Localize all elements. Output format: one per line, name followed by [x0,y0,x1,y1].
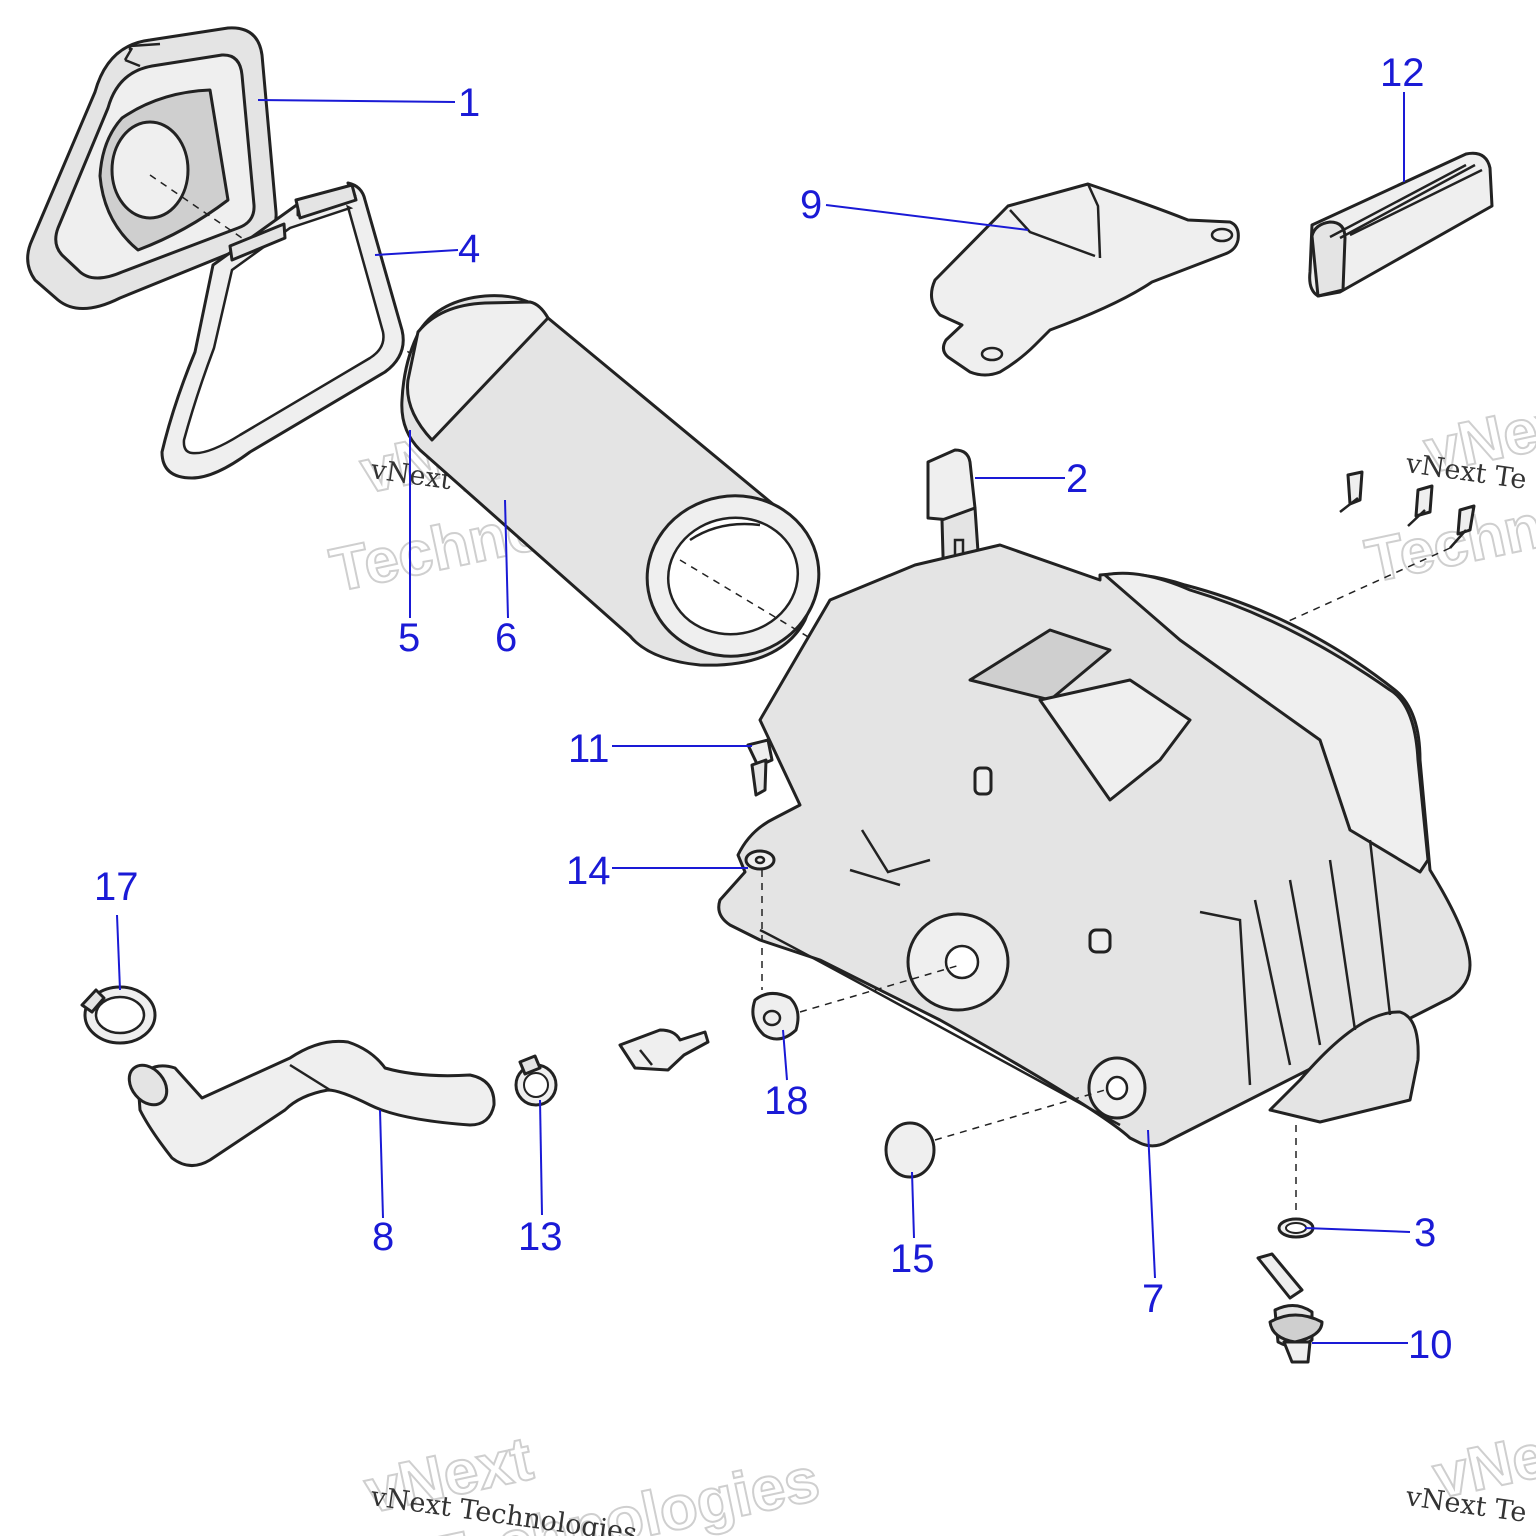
part-12-foam-seal [1308,151,1494,298]
part-9-cover [929,182,1240,377]
part-1-intake-boot [26,26,421,361]
callout-12: 12 [1380,51,1425,95]
callout-2: 2 [1066,457,1088,501]
callout-7: 7 [1142,1277,1164,1321]
part-6-air-filter [400,294,831,667]
callout-14: 14 [566,849,611,893]
callout-18: 18 [764,1079,809,1123]
callout-17: 17 [94,865,139,909]
part-4-gasket [160,181,405,480]
callout-8: 8 [372,1215,394,1259]
part-7-airbox [717,543,1472,1148]
callout-5: 5 [398,616,420,660]
callout-13: 13 [518,1215,563,1259]
part-17-clamp [80,985,157,1045]
callout-4: 4 [458,227,480,271]
callout-9: 9 [800,183,822,227]
callout-11: 11 [568,727,610,771]
part-11-bolt [746,738,774,797]
part-14-washer [744,849,776,990]
bolt-set-upper-right [1279,470,1476,626]
fitting [618,1028,710,1072]
callout-6: 6 [495,616,517,660]
callout-15: 15 [890,1237,935,1281]
callout-1: 1 [458,81,480,125]
part-3-o-ring [1277,1125,1315,1239]
part-8-hose [127,1039,496,1167]
callout-10: 10 [1408,1323,1453,1367]
leader-lines [116,92,1411,1344]
callout-labels: 1 2 3 4 5 6 7 8 9 10 11 12 13 14 15 17 1… [94,51,1453,1367]
part-10-drain-plug [1256,1252,1324,1364]
part-13-small-clamp [514,1054,558,1107]
part-15-plug [884,1089,1106,1179]
callout-3: 3 [1414,1211,1436,1255]
part-18-grommet [751,964,961,1041]
